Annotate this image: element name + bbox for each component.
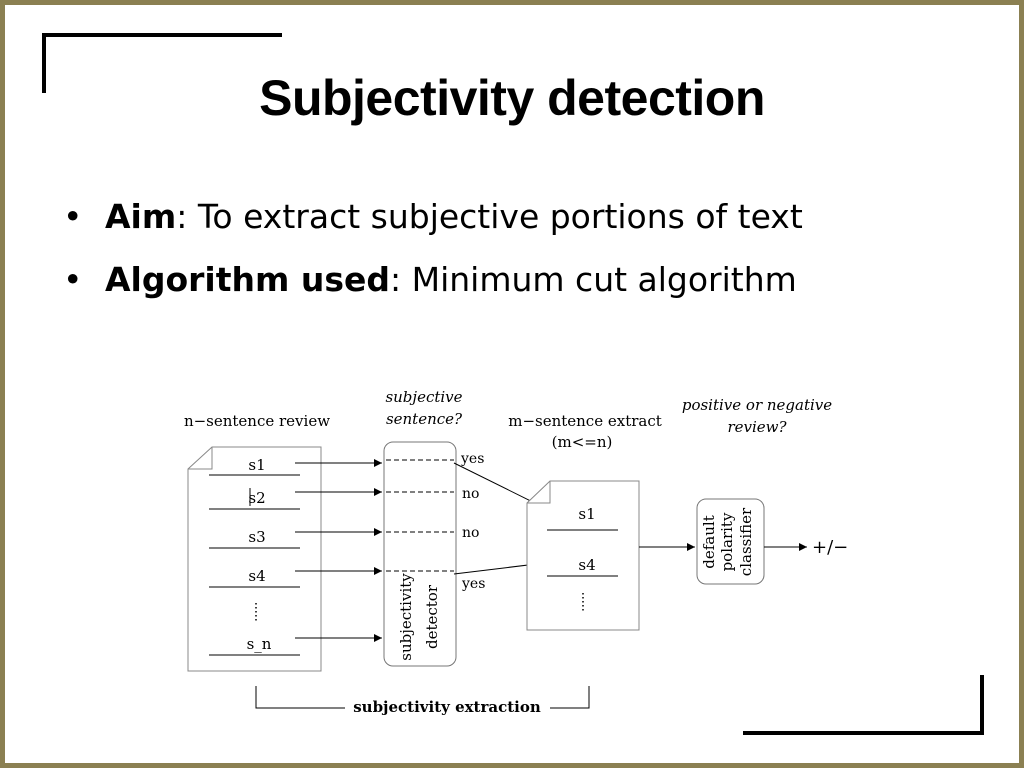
question-label-2: sentence? — [386, 410, 463, 428]
bullet-aim: • Aim: To extract subjective portions of … — [63, 197, 803, 236]
answer-no-2: no — [462, 525, 479, 541]
extract-document — [526, 480, 640, 631]
sentence-sn: s_n — [247, 635, 272, 653]
extraction-bracket-right — [550, 686, 590, 709]
classifier-label-line-1: default — [700, 515, 718, 568]
bullet-text: : Minimum cut algorithm — [390, 260, 797, 299]
polarity-classifier-box — [696, 498, 765, 585]
bullet-term: Algorithm used — [105, 260, 391, 299]
bullet-term: Aim — [105, 197, 177, 236]
classifier-label-line-2: polarity — [718, 512, 736, 571]
bullet-dot: • — [63, 260, 83, 299]
sentence-s1: s1 — [248, 456, 265, 474]
extract-sentence-s4: s4 — [578, 556, 595, 574]
corner-top-left-horizontal — [42, 33, 282, 37]
extract-label-2: (m<=n) — [552, 433, 613, 451]
extract-document-fold — [527, 481, 551, 504]
bullet-dot: • — [63, 197, 83, 236]
question-label-1: subjective — [385, 388, 462, 406]
review-document — [187, 446, 322, 672]
answer-yes-1: yes — [460, 451, 484, 467]
sentence-s2: s2 — [248, 489, 265, 507]
subjectivity-diagram: n−sentence review subjective sentence? m… — [184, 388, 848, 716]
classifier-label-line-3: classifier — [737, 507, 755, 576]
detector-label-line-1: subjectivity — [397, 573, 415, 661]
corner-bottom-right-horizontal — [743, 731, 984, 735]
sentence-s4: s4 — [248, 567, 265, 585]
review-document-fold — [188, 447, 213, 470]
answer-yes-2: yes — [461, 576, 485, 592]
review-label: n−sentence review — [184, 412, 330, 430]
sentence-s3: s3 — [248, 528, 265, 546]
polarity-question-2: review? — [727, 418, 787, 436]
output-label: +/− — [812, 537, 848, 558]
extract-label-1: m−sentence extract — [508, 412, 662, 430]
bracket-label: subjectivity extraction — [353, 698, 541, 716]
bullet-algorithm: • Algorithm used: Minimum cut algorithm — [63, 260, 797, 299]
corner-bottom-right-vertical — [980, 675, 984, 735]
bullet-text: : To extract subjective portions of text — [176, 197, 803, 236]
polarity-question-1: positive or negative — [682, 396, 832, 414]
extraction-bracket-left — [255, 686, 345, 709]
answer-no-1: no — [462, 486, 479, 502]
detector-label-line-2: detector — [423, 584, 441, 649]
subjectivity-detector-box — [383, 441, 457, 667]
extract-sentence-s1: s1 — [578, 505, 595, 523]
corner-top-left-vertical — [42, 33, 46, 93]
slide-title: Subjectivity detection — [259, 70, 765, 126]
